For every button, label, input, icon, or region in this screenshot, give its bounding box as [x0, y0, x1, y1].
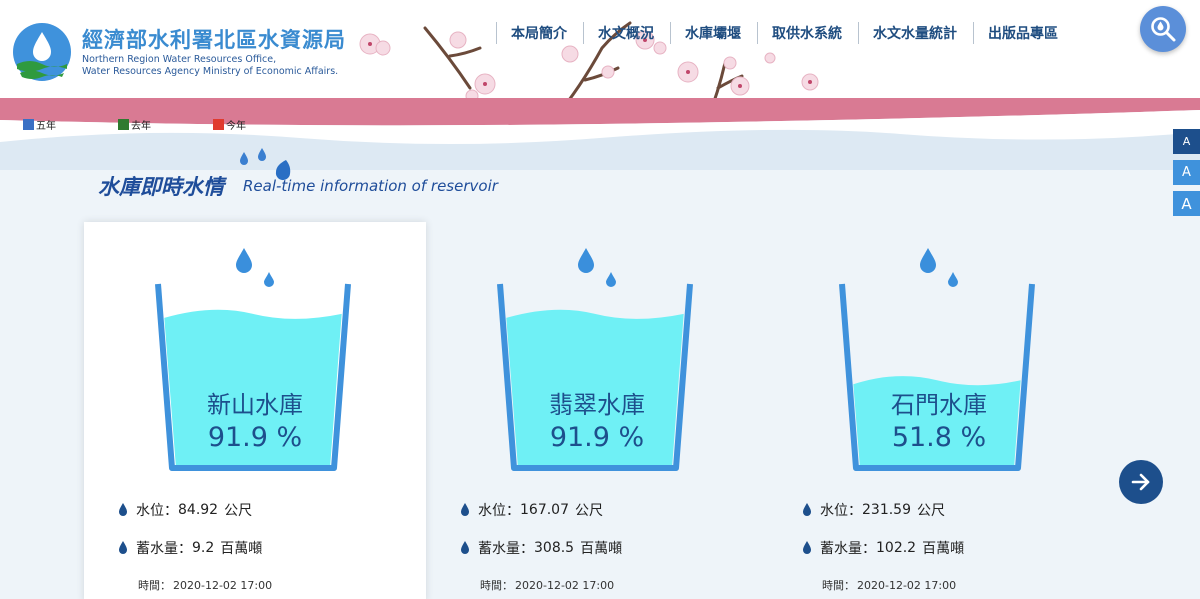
- water-drop-icon: [236, 248, 274, 287]
- water-level-row: 水位： 231.59 公尺: [802, 500, 945, 520]
- storage-value: 9.2: [192, 540, 215, 556]
- org-name-zh: 經濟部水利署北區水資源局: [82, 28, 346, 52]
- site-header: 經濟部水利署北區水資源局 Northern Region Water Resou…: [0, 0, 1200, 120]
- chart-legend: 五年 去年 今年: [0, 117, 400, 132]
- reservoir-name: 新山水庫: [207, 391, 303, 419]
- nav-item-publications[interactable]: 出版品專區: [973, 22, 1074, 44]
- water-drop-icon: [803, 541, 811, 554]
- water-drop-icon: [240, 148, 291, 181]
- section-title: 水庫即時水情: [98, 175, 224, 199]
- water-level-label: 水位：: [478, 503, 520, 519]
- water-drop-icon: [461, 541, 469, 554]
- storage-label: 蓄水量：: [478, 541, 534, 557]
- storage-label: 蓄水量：: [820, 541, 876, 557]
- next-slide-button[interactable]: [1119, 460, 1163, 504]
- legend-swatch: [213, 119, 224, 130]
- legend-item-this-year: 今年: [213, 117, 246, 132]
- water-level-unit: 公尺: [575, 503, 603, 519]
- arrow-right-icon: [1131, 473, 1150, 491]
- section-subtitle: Real-time information of reservoir: [243, 177, 498, 195]
- water-level-value: 84.92: [178, 502, 219, 518]
- water-level-cup: [155, 283, 351, 471]
- org-name-en-line1: Northern Region Water Resources Office,: [82, 54, 277, 65]
- update-time: 時間：2020-12-02 17:00: [822, 577, 956, 593]
- water-level-value: 231.59: [862, 502, 911, 518]
- storage-row: 蓄水量： 9.2 百萬噸: [118, 538, 262, 558]
- reservoir-card[interactable]: 石門水庫 51.8 % 水位： 231.59 公尺 蓄水量： 102.2 百萬噸…: [768, 222, 1110, 599]
- reservoir-card[interactable]: 翡翠水庫 91.9 % 水位： 167.07 公尺 蓄水量： 308.5 百萬噸…: [426, 222, 768, 599]
- search-icon: [1151, 17, 1176, 42]
- time-value: 2020-12-02 17:00: [857, 579, 957, 592]
- nav-item-water-supply[interactable]: 取供水系統: [757, 22, 858, 44]
- storage-value: 102.2: [876, 540, 917, 556]
- water-level-cup: [497, 283, 693, 471]
- reservoir-percent: 91.9 %: [549, 422, 645, 453]
- time-label: 時間：: [138, 579, 171, 592]
- font-size-medium-button[interactable]: A: [1173, 160, 1200, 185]
- storage-label: 蓄水量：: [136, 541, 192, 557]
- water-level-row: 水位： 84.92 公尺: [118, 500, 252, 520]
- time-label: 時間：: [480, 579, 513, 592]
- nav-item-about[interactable]: 本局簡介: [496, 22, 583, 44]
- font-size-large-button[interactable]: A: [1173, 191, 1200, 216]
- reservoir-percent: 51.8 %: [891, 422, 987, 453]
- decorative-wave-band: [0, 98, 1200, 170]
- time-label: 時間：: [822, 579, 855, 592]
- water-level-unit: 公尺: [224, 503, 253, 519]
- time-value: 2020-12-02 17:00: [173, 579, 273, 592]
- legend-item-five-year: 五年: [23, 117, 56, 132]
- storage-value: 308.5: [534, 540, 575, 556]
- legend-label: 五年: [36, 121, 56, 132]
- nav-item-statistics[interactable]: 水文水量統計: [858, 22, 973, 44]
- water-level-row: 水位： 167.07 公尺: [460, 500, 603, 520]
- legend-label: 今年: [226, 121, 246, 132]
- legend-swatch: [23, 119, 34, 130]
- search-button[interactable]: [1140, 6, 1186, 52]
- water-drop-icon: [578, 248, 616, 287]
- update-time: 時間：2020-12-02 17:00: [138, 577, 272, 593]
- water-level-cup: [839, 283, 1035, 471]
- update-time: 時間：2020-12-02 17:00: [480, 577, 614, 593]
- nav-item-reservoirs[interactable]: 水庫壩堰: [670, 22, 757, 44]
- water-drop-icon: [803, 503, 811, 516]
- reservoir-name: 翡翠水庫: [549, 391, 645, 419]
- logo-icon[interactable]: [12, 22, 72, 82]
- org-name-en-line2: Water Resources Agency Ministry of Econo…: [82, 66, 339, 77]
- storage-unit: 百萬噸: [922, 541, 965, 557]
- legend-swatch: [118, 119, 129, 130]
- org-name-en: Northern Region Water Resources Office, …: [82, 54, 338, 78]
- font-size-small-button[interactable]: A: [1173, 129, 1200, 154]
- reservoir-name: 石門水庫: [891, 391, 987, 419]
- legend-item-last-year: 去年: [118, 117, 151, 132]
- water-level-label: 水位：: [820, 503, 862, 519]
- storage-row: 蓄水量： 308.5 百萬噸: [460, 538, 622, 558]
- water-drop-icon: [119, 503, 127, 516]
- time-value: 2020-12-02 17:00: [515, 579, 615, 592]
- water-drop-icon: [461, 503, 469, 516]
- storage-unit: 百萬噸: [580, 541, 623, 557]
- main-nav: 本局簡介 水文概況 水庫壩堰 取供水系統 水文水量統計 出版品專區: [496, 22, 1074, 44]
- water-level-value: 167.07: [520, 502, 569, 518]
- legend-label: 去年: [131, 121, 151, 132]
- storage-unit: 百萬噸: [220, 541, 263, 557]
- water-level-label: 水位：: [136, 503, 178, 519]
- reservoir-percent: 91.9 %: [207, 422, 303, 453]
- reservoir-card[interactable]: 新山水庫 91.9 % 水位： 84.92 公尺 蓄水量： 9.2 百萬噸 時間…: [84, 222, 426, 599]
- water-drop-icon: [920, 248, 958, 287]
- water-drop-icon: [119, 541, 127, 554]
- water-level-unit: 公尺: [917, 503, 945, 519]
- nav-item-hydrology[interactable]: 水文概況: [583, 22, 670, 44]
- storage-row: 蓄水量： 102.2 百萬噸: [802, 538, 964, 558]
